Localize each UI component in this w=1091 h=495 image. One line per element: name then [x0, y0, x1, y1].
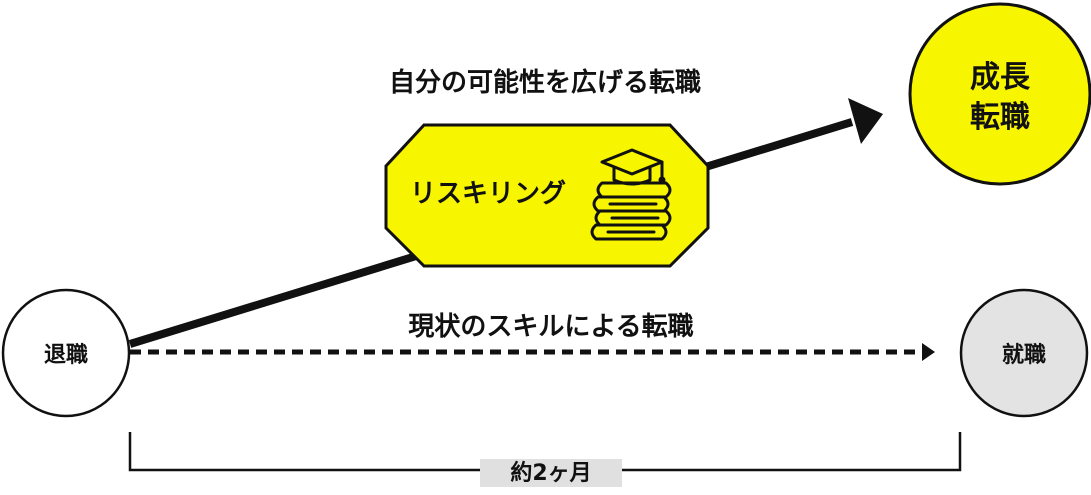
duration-label: 約2ヶ月 [510, 460, 591, 486]
end-node-circle [959, 288, 1089, 418]
duration-label-background [480, 459, 622, 487]
goal-node-circle [908, 2, 1091, 186]
graduation-cap-books-icon [590, 148, 672, 241]
upper-arrow-head [848, 98, 883, 144]
start-node-label: 退職 [44, 342, 88, 368]
lower-arrow-head [922, 343, 935, 361]
reskilling-label: リスキリング [410, 179, 566, 209]
goal-node-label-line2: 転職 [970, 100, 1030, 135]
reskilling-box: リスキリング [384, 123, 710, 268]
lower-path-label: 現状のスキルによる転職 [408, 312, 693, 342]
start-node-circle [1, 288, 131, 418]
end-node: 就職 [959, 288, 1089, 418]
duration-bracket-left [128, 432, 480, 472]
upper-path-label: 自分の可能性を広げる転職 [389, 67, 701, 98]
end-node-label: 就職 [1002, 342, 1046, 368]
start-node: 退職 [1, 288, 131, 418]
goal-node-label-line1: 成長 [970, 60, 1031, 95]
goal-node: 成長 転職 [908, 2, 1091, 186]
lower-path-arrow [130, 343, 935, 361]
duration-bracket-right [622, 432, 962, 472]
duration-bracket: 約2ヶ月 [128, 432, 962, 487]
